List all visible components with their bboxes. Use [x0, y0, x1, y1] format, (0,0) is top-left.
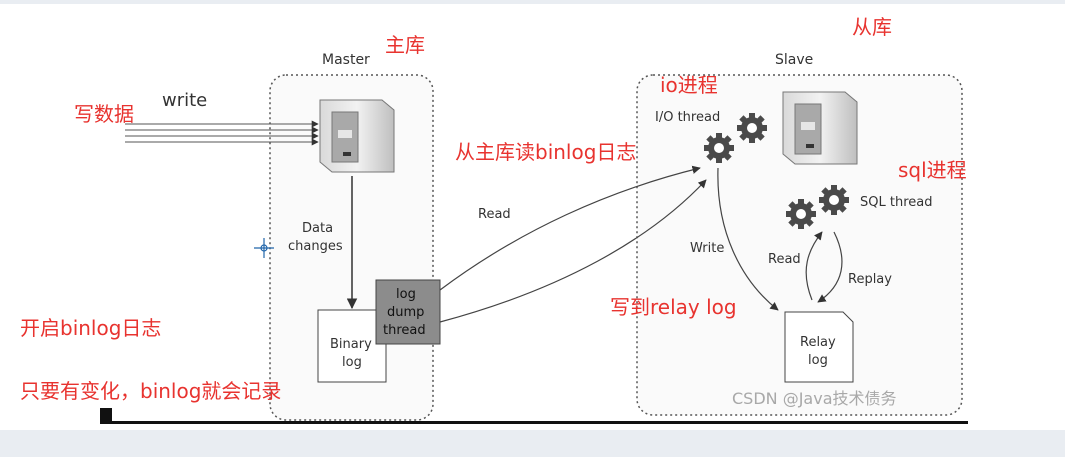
sql-annotation: sql进程: [898, 158, 967, 182]
master-server-icon: [319, 99, 395, 173]
slave-title: Slave: [775, 52, 813, 68]
watermark: CSDN @Java技术债务: [732, 389, 897, 408]
sql-thread-label: SQL thread: [860, 195, 932, 210]
dump-line3: thread: [383, 323, 426, 338]
bottom-rule: [100, 421, 968, 424]
write-relay-arrow: [717, 167, 779, 311]
io-gear-icon: [704, 133, 734, 163]
log-dump-thread-box: log dump thread: [375, 279, 441, 345]
write-label: write: [162, 90, 207, 111]
relay-log-doc: Relay log: [784, 311, 854, 383]
bottom-edge: [0, 430, 1065, 457]
io-thread-label: I/O thread: [655, 110, 720, 125]
slave-annotation: 从库: [852, 15, 892, 39]
read-link-bottom: [439, 179, 707, 323]
data-changes-line1: Data: [302, 221, 333, 236]
relay-log-line2: log: [808, 353, 828, 368]
crosshair-cursor-icon: [254, 238, 274, 258]
read-link-top: [439, 165, 701, 291]
dump-line1: log: [396, 287, 416, 302]
write-annotation: 写数据: [74, 102, 134, 126]
dump-line2: dump: [387, 305, 424, 320]
sql-gear-icon: [786, 199, 816, 229]
binlog-records-annotation: 只要有变化，binlog就会记录: [20, 379, 281, 403]
replay-arrow: [817, 231, 843, 303]
slave-read-label: Read: [768, 252, 801, 267]
data-changes-line2: changes: [288, 239, 343, 254]
slave-server-icon: [782, 91, 858, 165]
read-from-master-annotation: 从主库读binlog日志: [455, 140, 636, 164]
slave-write-label: Write: [690, 241, 724, 256]
binary-log-line1: Binary: [330, 337, 372, 352]
read-link-label: Read: [478, 207, 511, 222]
io-annotation: io进程: [660, 73, 718, 97]
sql-read-arrow: [805, 231, 823, 301]
write-arrows: [125, 120, 319, 146]
binary-log-doc: Binary log: [317, 309, 387, 383]
write-relay-annotation: 写到relay log: [610, 295, 737, 319]
replay-label: Replay: [848, 272, 892, 287]
io-gear-icon-2: [737, 113, 767, 143]
master-title: Master: [322, 52, 370, 68]
sql-gear-icon-2: [819, 185, 849, 215]
relay-log-line1: Relay: [800, 335, 836, 350]
top-edge: [0, 0, 1065, 4]
binary-log-line2: log: [342, 355, 362, 370]
bottom-rule-cap: [100, 408, 112, 424]
binlog-on-annotation: 开启binlog日志: [20, 316, 161, 340]
master-annotation: 主库: [385, 33, 425, 57]
